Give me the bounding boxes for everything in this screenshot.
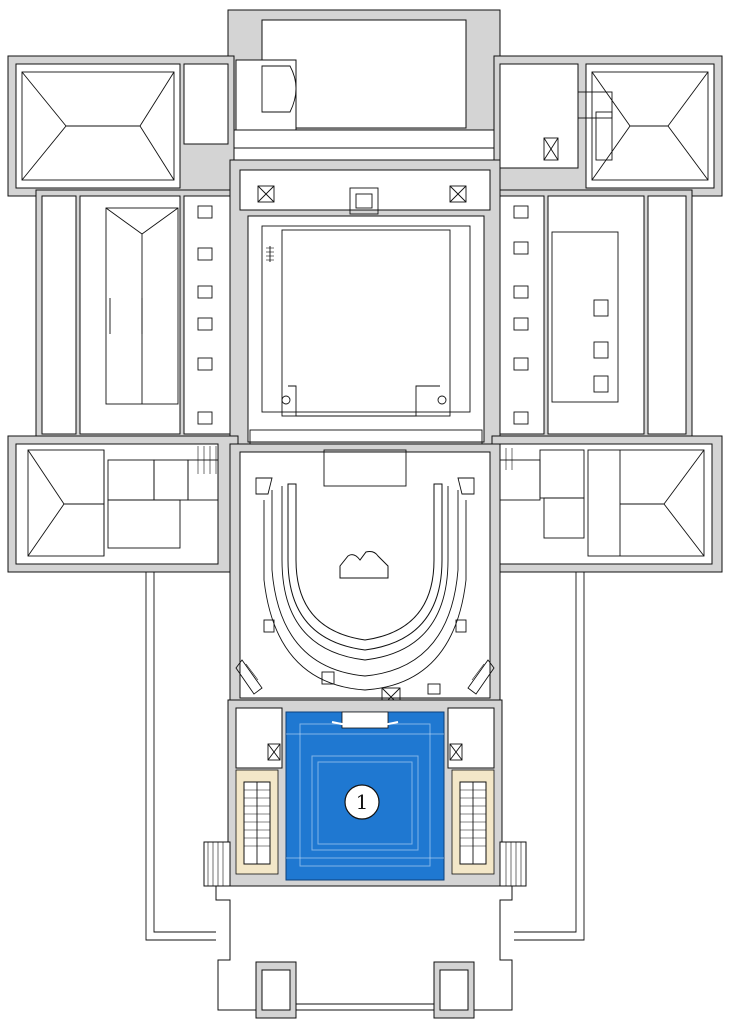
room-marker: 1 (344, 784, 380, 820)
west-gallery (35, 189, 237, 441)
south-portico (215, 885, 513, 1019)
stage-house (229, 159, 501, 451)
west-middle-wing (7, 435, 239, 573)
northwest-wing (7, 55, 235, 197)
side-arcades (145, 572, 585, 941)
auditorium (229, 443, 501, 707)
northeast-wing (493, 55, 723, 197)
north-block (179, 9, 551, 171)
east-middle-wing (491, 435, 723, 573)
foyer-block (203, 699, 527, 889)
east-gallery (493, 189, 693, 441)
room-number-label: 1 (356, 790, 369, 814)
